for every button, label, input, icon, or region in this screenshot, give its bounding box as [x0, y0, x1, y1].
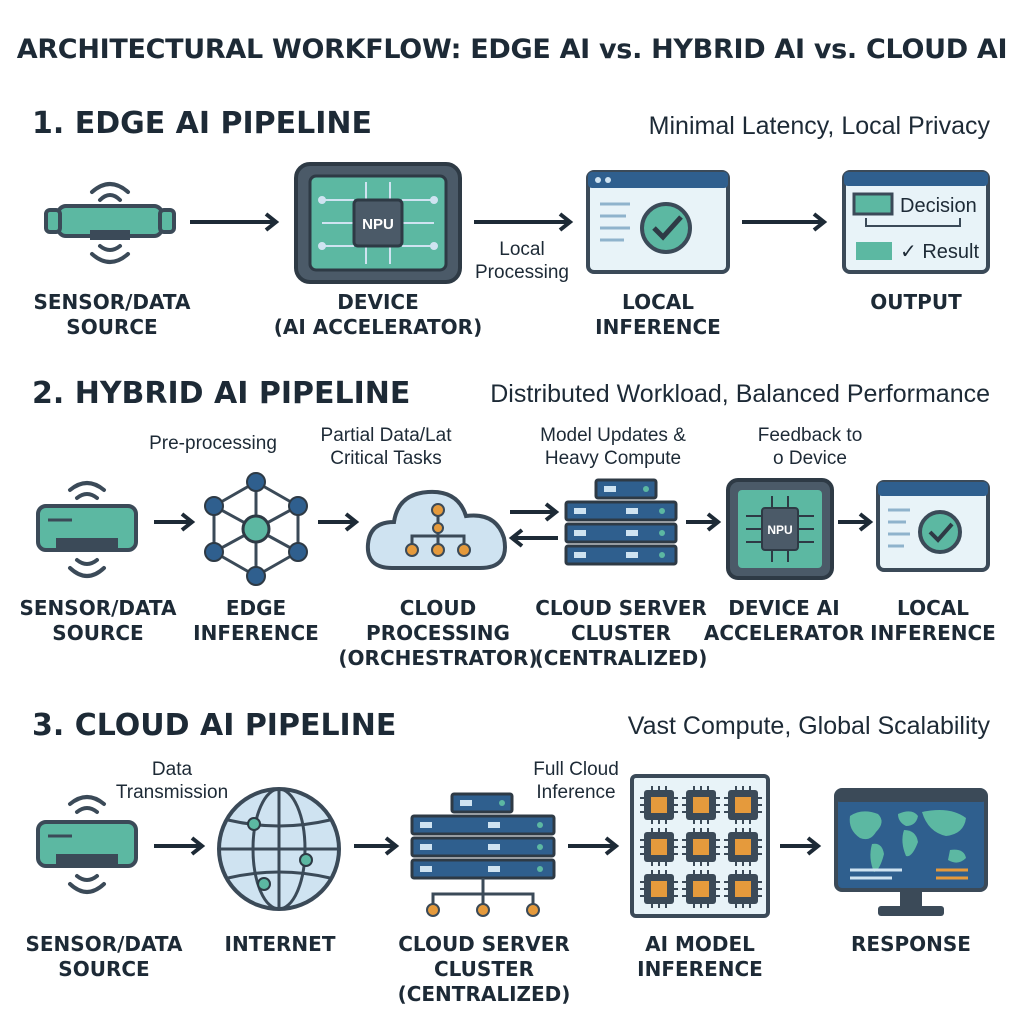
neural-network-icon	[204, 472, 308, 586]
sensor-icon	[44, 182, 176, 264]
npu-chip-label: NPU	[362, 216, 394, 233]
processor-chip-icon	[640, 828, 678, 866]
arrow-right-icon	[686, 512, 722, 532]
processor-chip-icon	[640, 870, 678, 908]
arrow-right-icon	[742, 212, 828, 232]
processor-chip-icon	[724, 828, 762, 866]
arrow-right-icon	[474, 212, 574, 232]
edge-section-title: 1. EDGE AI PIPELINE	[32, 106, 373, 141]
processor-chip-icon	[724, 786, 762, 824]
arrow-right-icon	[190, 212, 280, 232]
checkmark-window-icon	[876, 480, 990, 572]
hybrid-section-subtitle: Distributed Workload, Balanced Performan…	[490, 380, 990, 408]
processor-chip-icon	[682, 870, 720, 908]
cloud-node-label: RESPONSE	[851, 932, 971, 956]
arrow-right-icon	[780, 836, 822, 856]
cloud-node-label: INTERNET	[224, 932, 336, 956]
world-map-monitor-icon	[834, 788, 988, 916]
edge-node-label: DEVICE(AI ACCELERATOR)	[273, 290, 483, 339]
processor-chip-icon	[682, 828, 720, 866]
arrow-right-icon	[568, 836, 620, 856]
decision-window-icon: Decision ✓ Result	[842, 170, 990, 274]
server-rack-icon	[564, 478, 678, 566]
cloud-section-subtitle: Vast Compute, Global Scalability	[627, 712, 990, 740]
result-text: ✓ Result	[900, 241, 979, 263]
edge-section-subtitle: Minimal Latency, Local Privacy	[648, 112, 990, 140]
hybrid-note: Pre-processing	[149, 433, 277, 454]
arrow-right-icon	[354, 836, 400, 856]
arrow-right-icon	[154, 512, 196, 532]
sensor-icon	[36, 481, 138, 578]
edge-node-label: OUTPUT	[870, 290, 962, 314]
processor-chip-icon	[724, 870, 762, 908]
decision-text: Decision	[900, 195, 977, 217]
sensor-icon	[36, 795, 138, 894]
processor-chip-icon	[682, 786, 720, 824]
npu-device-icon: NPU	[294, 162, 462, 284]
npu-chip-icon: NPU	[726, 478, 834, 580]
chip-grid-icon	[630, 774, 770, 918]
arrow-right-icon	[838, 512, 874, 532]
globe-icon	[217, 787, 341, 911]
npu-chip-label: NPU	[767, 523, 792, 537]
arrow-right-icon	[154, 836, 206, 856]
processor-chip-icon	[640, 786, 678, 824]
server-rack-icon	[410, 792, 556, 917]
checkmark-window-icon	[586, 170, 730, 274]
arrow-right-icon	[318, 512, 360, 532]
hybrid-note: Model Updates &Heavy Compute	[540, 425, 686, 469]
hybrid-section-title: 2. HYBRID AI PIPELINE	[32, 376, 411, 411]
page-title: ARCHITECTURAL WORKFLOW: EDGE AI vs. HYBR…	[16, 34, 1008, 65]
cloud-section-title: 3. CLOUD AI PIPELINE	[32, 708, 397, 743]
cloud-icon	[365, 489, 507, 570]
bidirectional-arrow-icon	[508, 502, 560, 548]
